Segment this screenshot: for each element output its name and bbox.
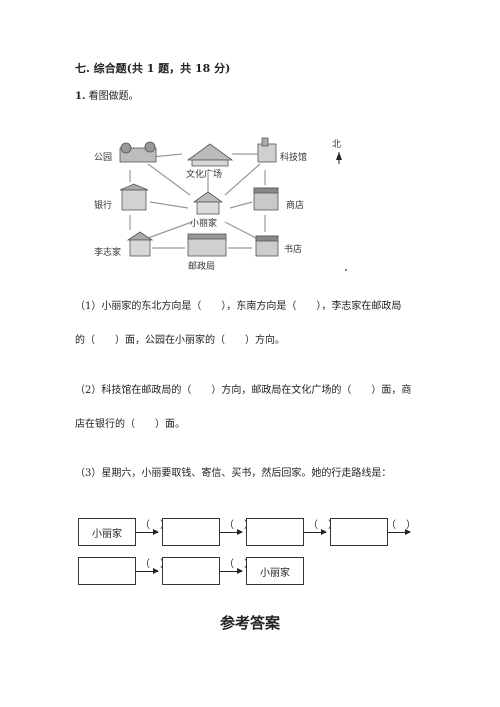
post-office-icon — [187, 233, 227, 257]
route-arrow-1 — [136, 529, 159, 535]
route-arrow-5 — [136, 568, 159, 574]
culture-square-icon — [186, 143, 234, 167]
route-box-end: 小丽家 — [246, 557, 304, 585]
q1-line2: 的（ ）面，公园在小丽家的（ ）方向。 — [75, 335, 285, 346]
road-home-tech — [224, 163, 261, 196]
answer-title: 参考答案 — [219, 614, 280, 632]
shop-icon — [253, 187, 279, 211]
label-shop: 商店 — [286, 199, 304, 211]
q1-line1: （1）小丽家的东北方向是（ ），东南方向是（ ），李志家在邮政局 — [75, 301, 402, 312]
question-intro: 1. 看图做题。 — [75, 87, 139, 102]
route-paren-1: （ ） — [140, 520, 170, 531]
question-number: 1. — [75, 91, 86, 102]
road-home-lizhi — [147, 221, 193, 239]
section-title: 七. 综合题(共 1 题，共 18 分) — [75, 62, 231, 75]
bookstore-icon — [255, 235, 279, 257]
route-box-3[interactable] — [330, 518, 388, 546]
q2-line2: 店在银行的（ ）面。 — [75, 419, 185, 430]
route-paren-3: （ ） — [308, 520, 338, 531]
xiaoli-home-icon — [192, 191, 224, 215]
road-home-park — [147, 163, 191, 196]
route-arrow-6 — [220, 568, 243, 574]
route-box-5[interactable] — [162, 557, 220, 585]
route-arrow-2 — [220, 529, 243, 535]
road-home-shop — [229, 201, 253, 209]
label-culture-square: 文化广场 — [186, 168, 222, 180]
q2-line1: （2）科技馆在邮政局的（ ）方向，邮政局在文化广场的（ ）面，商 — [75, 385, 412, 396]
label-lizhi-home: 李志家 — [94, 246, 121, 258]
route-arrow-3 — [304, 529, 327, 535]
route-box-2[interactable] — [246, 518, 304, 546]
question-text: 看图做题。 — [88, 91, 139, 102]
label-bank: 银行 — [94, 199, 112, 211]
map-dot — [345, 269, 347, 271]
q3-line1: （3）星期六，小丽要取钱、寄信、买书，然后回家。她的行走路线是： — [75, 468, 392, 479]
route-paren-2: （ ） — [224, 520, 254, 531]
label-xiaoli-home: 小丽家 — [190, 217, 217, 229]
bank-icon — [119, 183, 149, 211]
route-box-start: 小丽家 — [78, 518, 136, 546]
road-home-bank — [149, 201, 189, 209]
route-paren-4: （ ） — [386, 520, 416, 531]
north-label: 北 — [332, 139, 341, 150]
road-home-bookstore — [224, 221, 257, 239]
label-post-office: 邮政局 — [188, 260, 215, 272]
route-box-1[interactable] — [162, 518, 220, 546]
label-tech-museum: 科技馆 — [280, 151, 307, 163]
label-park: 公园 — [94, 152, 112, 163]
road-park-square — [151, 153, 183, 158]
route-arrow-4 — [388, 529, 411, 535]
label-bookstore: 书店 — [284, 243, 302, 255]
route-box-4[interactable] — [78, 557, 136, 585]
north-arrow-icon — [336, 152, 342, 164]
park-icon — [119, 141, 157, 163]
direction-map: 公园 文化广场 科技馆 北 银行 小丽家 商店 李志家 邮政局 — [94, 137, 347, 272]
route-paren-5: （ ） — [140, 559, 170, 570]
lizhi-home-icon — [126, 231, 154, 257]
route-paren-6: （ ） — [224, 559, 254, 570]
tech-museum-icon — [257, 137, 277, 163]
